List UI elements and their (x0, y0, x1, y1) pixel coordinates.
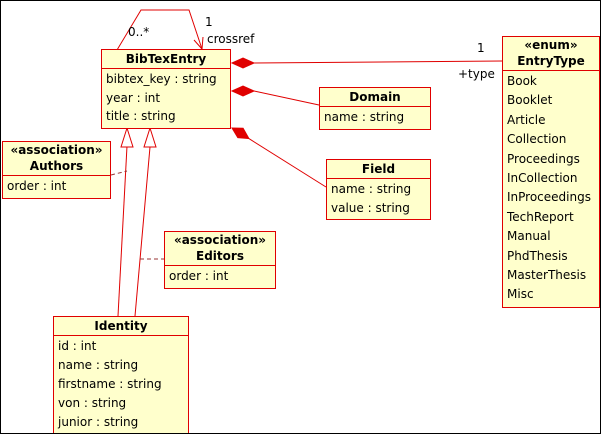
field-aggregation (231, 127, 327, 188)
attribute-order: order : int (7, 179, 67, 193)
class-name: BibTexEntry (125, 52, 207, 66)
association-class-authors[interactable]: «association» Authors order : int (2, 141, 111, 199)
enum-literal: PhdThesis (507, 248, 568, 263)
stereotype-label: «association» (173, 233, 267, 247)
class-name: Domain (349, 90, 401, 104)
editors-association-line (134, 126, 157, 317)
crossref-target-multiplicity: 1 (205, 15, 213, 29)
class-name: Authors (29, 159, 84, 173)
entrytype-aggregation (230, 57, 503, 69)
crossref-self-association (116, 9, 204, 51)
stereotype-label: «enum» (524, 38, 578, 52)
crossref-role-label: crossref (207, 32, 255, 46)
open-arrowhead-icon (143, 126, 157, 148)
class-domain[interactable]: Domain name : string (319, 87, 431, 130)
attribute-id: id : int (58, 339, 97, 353)
attribute-order: order : int (169, 269, 229, 283)
crossref-source-multiplicity: 0..* (128, 25, 150, 39)
entrytype-role-label: +type (458, 67, 495, 81)
attribute-year: year : int (106, 90, 161, 105)
enum-literal: TechReport (507, 209, 574, 224)
stereotype-label: «association» (10, 143, 103, 157)
authors-association-line (117, 126, 134, 317)
class-name: EntryType (517, 54, 585, 68)
attribute-firstname: firstname : string (58, 377, 162, 391)
enum-literal: InCollection (507, 171, 578, 186)
enum-literal: Proceedings (507, 151, 580, 166)
enum-literal: Manual (507, 229, 551, 244)
attribute-title: title : string (106, 109, 176, 123)
enum-literal: Booklet (507, 93, 553, 108)
class-field[interactable]: Field name : string value : string (326, 159, 431, 220)
attribute-bibtex-key: bibtex_key : string (106, 72, 217, 86)
attribute-name: name : string (324, 110, 405, 124)
aggregation-diamond-icon (230, 57, 256, 69)
aggregation-diamond-icon (230, 85, 256, 97)
class-identity[interactable]: Identity id : int name : string firstnam… (53, 316, 189, 433)
attribute-von: von : string (58, 396, 127, 410)
attribute-junior: junior : string (58, 415, 139, 429)
authors-dashed-link (110, 170, 128, 176)
entrytype-multiplicity: 1 (477, 41, 485, 55)
domain-aggregation (230, 85, 320, 106)
enum-literal: Article (507, 112, 546, 127)
class-name: Identity (94, 319, 148, 333)
enum-literal: Collection (507, 132, 567, 147)
attribute-value: value : string (331, 200, 410, 215)
association-class-editors[interactable]: «association» Editors order : int (164, 231, 276, 289)
class-name: Field (361, 162, 396, 176)
enum-literal: Misc (507, 287, 534, 302)
enum-literal: MasterThesis (507, 268, 587, 283)
open-arrowhead-icon (120, 126, 134, 148)
enum-literal: InProceedings (507, 190, 591, 205)
enum-entrytype[interactable]: «enum» EntryType Book Booklet Article Co… (502, 36, 600, 308)
class-name: Editors (196, 249, 244, 263)
aggregation-diamond-icon (231, 127, 250, 140)
attribute-name: name : string (58, 358, 139, 372)
enum-literal: Book (507, 74, 537, 88)
class-bibtexentry[interactable]: BibTexEntry bibtex_key : string year : i… (101, 49, 231, 129)
crossref-arrowhead (193, 36, 204, 50)
attribute-name: name : string (331, 182, 412, 196)
